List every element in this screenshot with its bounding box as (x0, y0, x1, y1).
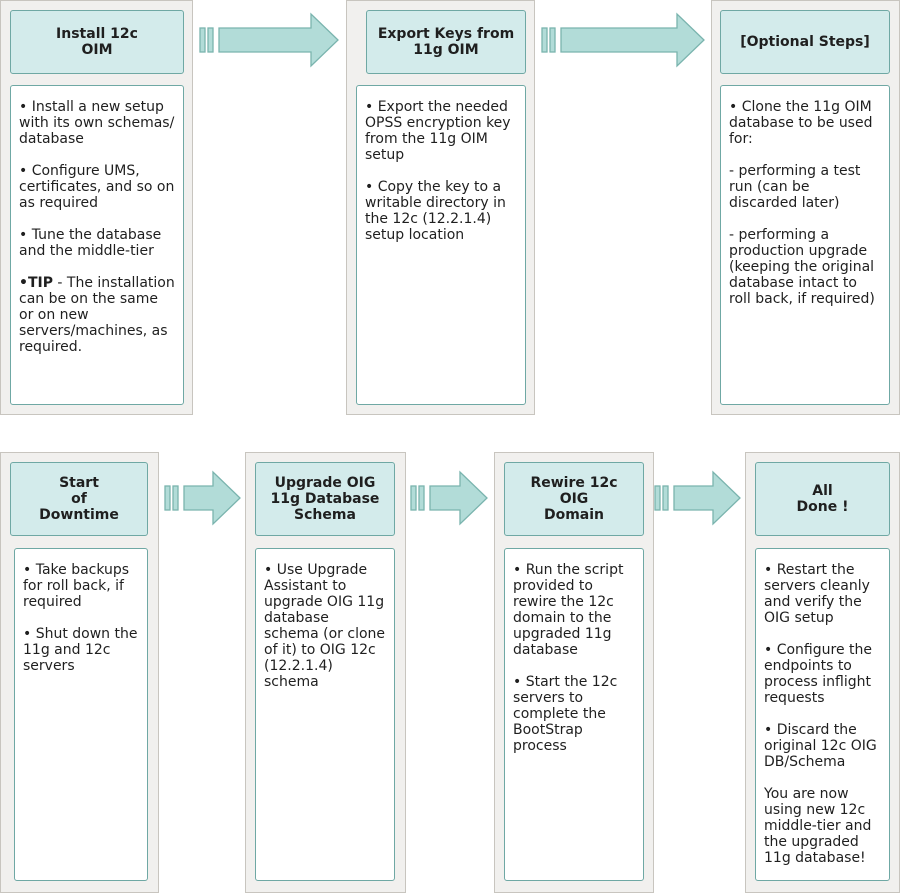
step-title-install-12c-oim: Install 12c OIM (10, 10, 184, 74)
step-item: • Configure UMS, certificates, and so on… (19, 163, 175, 211)
step-item: • Use Upgrade Assistant to upgrade OIG 1… (264, 562, 386, 690)
step-title-optional-steps: [Optional Steps] (720, 10, 890, 74)
step-title-all-done: All Done ! (755, 462, 890, 536)
arrow-icon (541, 12, 705, 68)
arrow-icon (654, 470, 741, 526)
step-item: • Copy the key to a writable directory i… (365, 179, 506, 243)
arrow-icon (164, 470, 241, 526)
tip-item: •TIP - The installation can be on the sa… (19, 275, 175, 355)
step-item: • Install a new setup with its own schem… (19, 99, 175, 147)
tip-text: - The installation can be on the same or… (19, 275, 175, 355)
step-item: • Clone the 11g OIM database to be used … (729, 99, 873, 147)
step-title-upgrade-schema: Upgrade OIG 11g Database Schema (255, 462, 395, 536)
step-body-install-12c-oim: • Install a new setup with its own schem… (10, 85, 184, 405)
step-item: • Run the script provided to rewire the … (513, 562, 624, 658)
step-item: • Restart the servers cleanly and verify… (764, 562, 870, 626)
flow-arrow-4 (410, 470, 488, 526)
arrow-icon (410, 470, 488, 526)
flow-arrow-3 (164, 470, 241, 526)
step-title-start-of-downtime: Start of Downtime (10, 462, 148, 536)
flow-arrow-1 (199, 12, 339, 68)
flow-arrow-2 (541, 12, 705, 68)
step-item: • Take backups for roll back, if require… (23, 562, 130, 610)
step-item: - performing a test run (can be discarde… (729, 163, 861, 211)
step-item: - performing a production upgrade (keepi… (729, 227, 875, 307)
step-body-optional-steps: • Clone the 11g OIM database to be used … (720, 85, 890, 405)
step-body-rewire-domain: • Run the script provided to rewire the … (504, 548, 644, 881)
step-item: • Shut down the 11g and 12c servers (23, 626, 138, 674)
step-title-export-keys: Export Keys from 11g OIM (366, 10, 526, 74)
arrow-icon (199, 12, 339, 68)
step-item: • Start the 12c servers to complete the … (513, 674, 618, 754)
step-body-export-keys: • Export the needed OPSS encryption key … (356, 85, 526, 405)
step-title-rewire-domain: Rewire 12c OIG Domain (504, 462, 644, 536)
step-body-start-of-downtime: • Take backups for roll back, if require… (14, 548, 148, 881)
step-item: • Discard the original 12c OIG DB/Schema (764, 722, 877, 770)
tip-label: •TIP (19, 275, 53, 291)
step-item: • Configure the endpoints to process inf… (764, 642, 872, 706)
step-item: • Tune the database and the middle-tier (19, 227, 162, 259)
step-body-upgrade-schema: • Use Upgrade Assistant to upgrade OIG 1… (255, 548, 395, 881)
step-item: You are now using new 12c middle-tier an… (764, 786, 872, 866)
step-item: • Export the needed OPSS encryption key … (365, 99, 511, 163)
step-body-all-done: • Restart the servers cleanly and verify… (755, 548, 890, 881)
flow-arrow-5 (654, 470, 741, 526)
